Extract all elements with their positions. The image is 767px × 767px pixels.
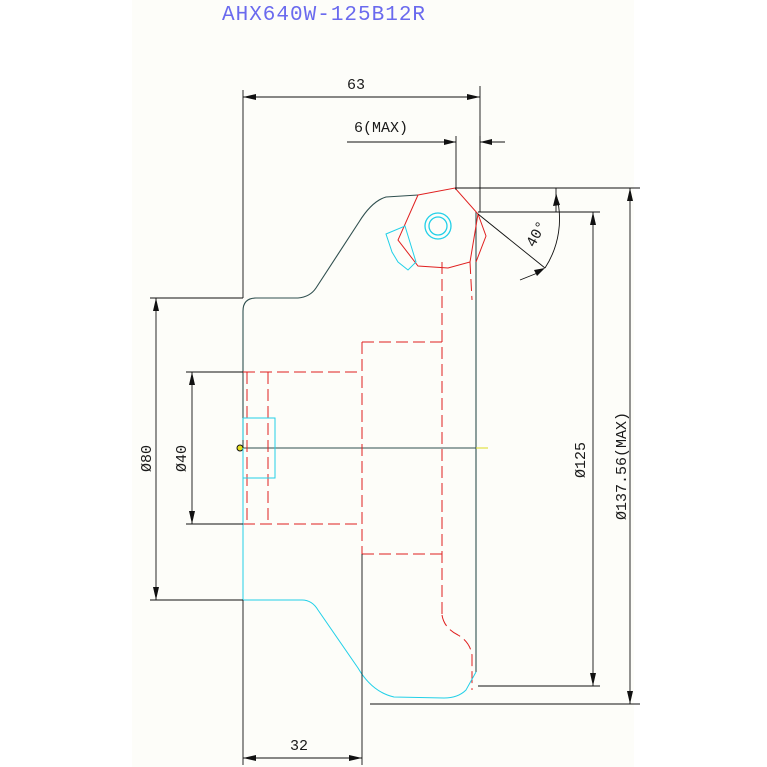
lower-insert-outline xyxy=(242,417,276,479)
cutter-body-outline xyxy=(242,194,419,445)
dimension-dia-125 xyxy=(478,188,600,687)
hidden-bore-lines xyxy=(243,262,473,690)
drawing-sheet xyxy=(132,0,634,767)
dimension-dia-40 xyxy=(186,371,243,525)
drawing-title: AHX640W-125B12R xyxy=(222,4,426,27)
lower-body-outline-cyan xyxy=(242,478,477,699)
dimension-63 xyxy=(242,86,481,298)
dim-80-label: Ø80 xyxy=(139,445,156,472)
insert-seat xyxy=(397,187,479,269)
dim-40-label: Ø40 xyxy=(174,445,191,472)
clamp-screw-icon xyxy=(424,212,452,240)
wedge-outline xyxy=(385,225,417,271)
dim-angle-label: 40° xyxy=(523,219,551,251)
dim-137-label: Ø137.56(MAX) xyxy=(614,412,631,520)
dim-6max-label: 6(MAX) xyxy=(354,120,408,137)
insert-edge xyxy=(475,213,487,263)
insert-hidden-edge xyxy=(469,261,473,301)
dimension-angle xyxy=(477,193,560,281)
center-point xyxy=(236,444,244,452)
dimension-dia-80 xyxy=(150,297,243,601)
dimension-32 xyxy=(242,554,363,765)
dim-32-label: 32 xyxy=(290,738,308,755)
dim-63-label: 63 xyxy=(347,77,365,94)
dim-125-label: Ø125 xyxy=(573,442,590,478)
dimension-dia-137 xyxy=(370,187,640,705)
dimension-6max xyxy=(347,136,505,190)
